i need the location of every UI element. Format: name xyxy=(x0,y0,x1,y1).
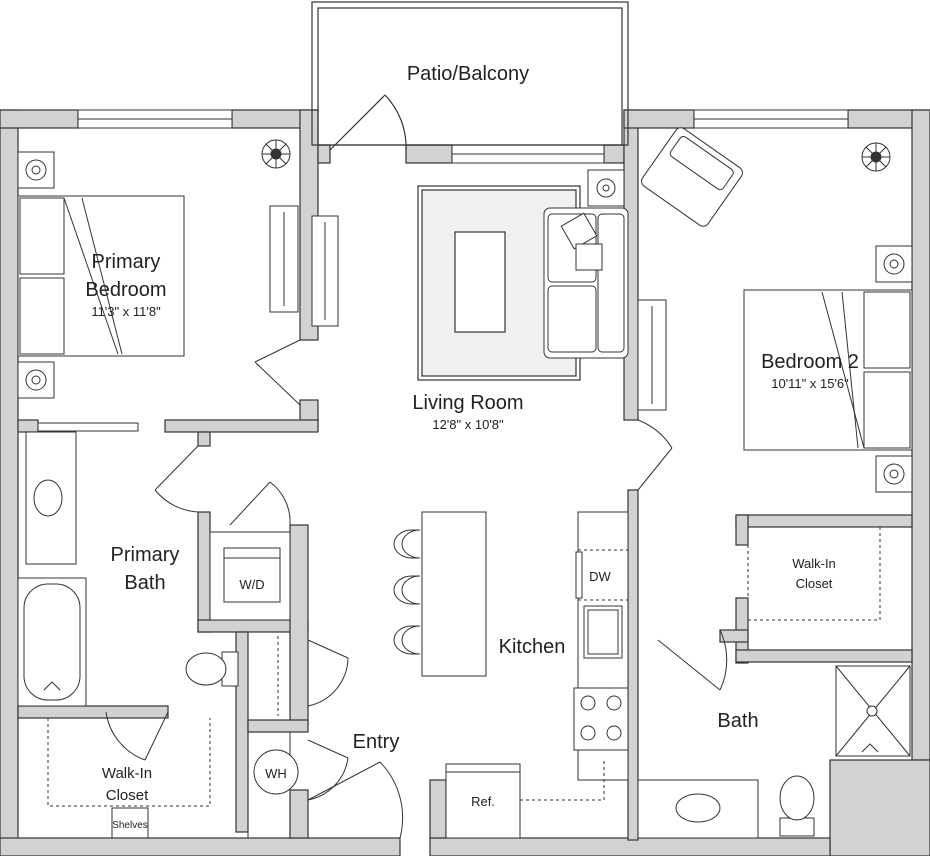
closet-doors xyxy=(269,205,339,327)
bedroom-door xyxy=(254,339,301,406)
kitchen-label: Kitchen xyxy=(499,636,566,658)
bedroom2-label: Bedroom 2 xyxy=(761,351,859,373)
bath-label: Bath xyxy=(717,710,758,732)
toilet-icon xyxy=(185,651,239,687)
walkin-closet-right xyxy=(747,527,881,621)
refrigerator-icon xyxy=(445,763,521,839)
side-table-icon xyxy=(587,169,625,207)
primary-bedroom-label-2: Bedroom xyxy=(85,279,166,301)
linen-closet xyxy=(247,631,349,721)
patio-label: Patio/Balcony xyxy=(407,63,529,85)
bedroom2-dims: 10'11" x 15'6" xyxy=(771,376,849,391)
primary-bath-door xyxy=(154,445,199,513)
walkin-closet-bottom xyxy=(47,711,211,839)
walkin-closet-bottom-label-1: Walk-In xyxy=(102,765,152,782)
toilet-icon xyxy=(779,775,815,837)
entry-door xyxy=(307,761,404,839)
living-room-dims: 12'8" x 10'8" xyxy=(432,417,504,432)
water-heater-label: WH xyxy=(265,766,287,781)
vanity-icon xyxy=(25,431,77,565)
primary-bath-label-2: Bath xyxy=(124,572,165,594)
shelves-label: Shelves xyxy=(112,820,148,831)
sink-icon xyxy=(583,605,623,659)
nightstand-icon xyxy=(17,151,55,399)
entry-label: Entry xyxy=(353,731,400,753)
plant-icon xyxy=(861,142,891,172)
nightstand-icon xyxy=(875,245,913,493)
bath-door xyxy=(657,629,728,691)
plant-icon xyxy=(261,139,291,169)
shower-icon xyxy=(835,665,911,757)
laundry-closet xyxy=(209,531,291,621)
primary-bath-label-1: Primary xyxy=(111,544,180,566)
walkin-closet-bottom-label-2: Closet xyxy=(106,787,149,804)
living-room-label: Living Room xyxy=(412,392,523,414)
dishwasher-label: DW xyxy=(589,569,611,584)
walkin-closet-right-label-1: Walk-In xyxy=(792,556,836,571)
primary-bedroom-dims: 11'3" x 11'8" xyxy=(91,304,161,319)
sink-icon xyxy=(637,779,759,839)
sofa-icon xyxy=(543,207,629,359)
refrigerator-label: Ref. xyxy=(471,794,495,809)
water-heater-closet xyxy=(247,731,349,839)
counter-outline xyxy=(520,760,605,801)
walls xyxy=(0,109,930,856)
stove-icon xyxy=(573,687,629,751)
bed-2 xyxy=(743,289,913,451)
primary-bedroom-label-1: Primary xyxy=(92,251,161,273)
tv-stand xyxy=(637,299,667,411)
bathtub-icon xyxy=(17,577,87,707)
primary-bed xyxy=(17,195,185,357)
laundry-door xyxy=(229,481,291,526)
armchair-icon xyxy=(641,127,743,227)
kitchen-island xyxy=(421,511,487,677)
washer-dryer-label: W/D xyxy=(239,577,264,592)
patio-balcony xyxy=(311,1,629,151)
walkin-closet-right-label-2: Closet xyxy=(796,576,833,591)
living-door xyxy=(637,419,673,491)
barstool-icon xyxy=(393,529,421,655)
